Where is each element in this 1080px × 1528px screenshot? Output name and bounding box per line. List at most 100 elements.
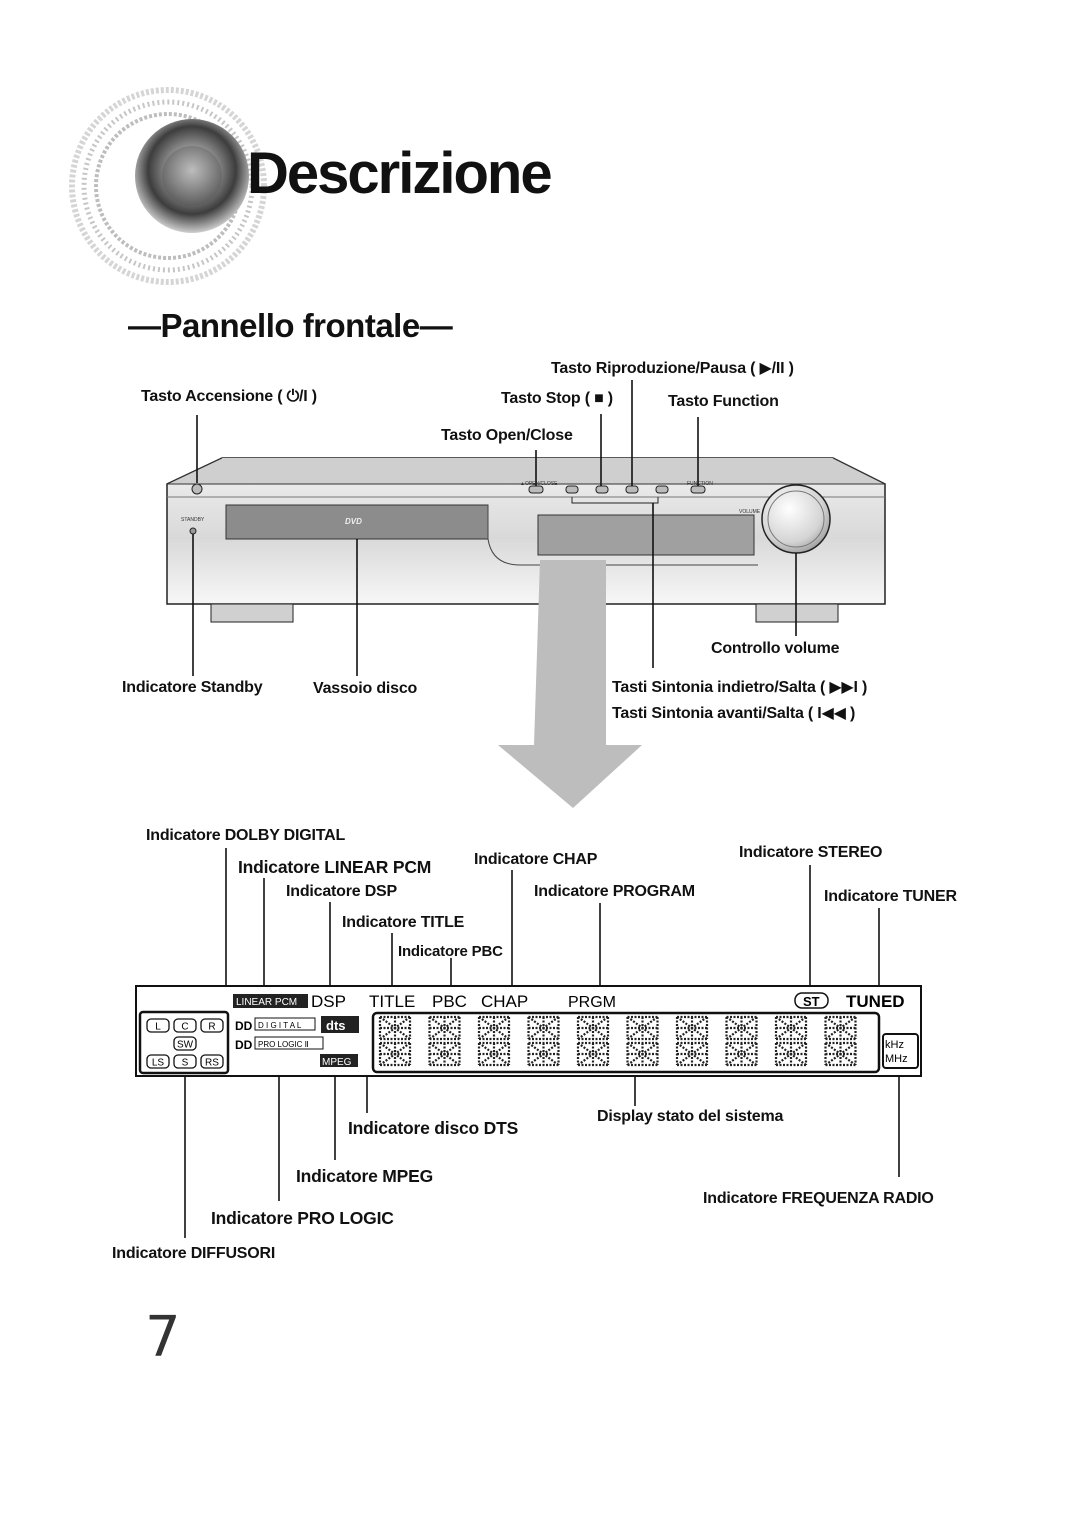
- down-arrow: [498, 560, 642, 808]
- right-foot: [755, 603, 839, 623]
- status-display-box: [371, 1011, 881, 1074]
- digit-cell: [527, 1041, 560, 1067]
- digit-cell: [378, 1015, 412, 1041]
- callout-open-close: Tasto Open/Close: [441, 427, 573, 444]
- speaker-box-l: [146, 1018, 170, 1033]
- callout-radio-frequency: Indicatore FREQUENZA RADIO: [703, 1190, 934, 1207]
- page-title: Descrizione: [247, 141, 553, 206]
- display-diagram: LINEAR PCM DSP TITLE PBC CHAP PRGM ST TU…: [135, 848, 922, 1238]
- speaker-label-s: S: [182, 1058, 189, 1069]
- callout-dolby-digital: Indicatore DOLBY DIGITAL: [146, 827, 346, 844]
- mhz-segment: MHz: [885, 1053, 908, 1065]
- header-logo-graphic: [69, 87, 267, 285]
- prgm-segment: PRGM: [568, 994, 616, 1011]
- digit-cell: [576, 1015, 610, 1041]
- callout-pbc: Indicatore PBC: [398, 943, 503, 960]
- st-segment: ST: [803, 994, 820, 1009]
- dolby-icon: DD: [235, 1019, 253, 1033]
- callout-play-pause: Tasto Riproduzione/Pausa ( ▶/II ): [551, 360, 794, 377]
- callout-power: Tasto Accensione ( ⏻/I ): [141, 388, 317, 405]
- callout-disc-tray: Vassoio disco: [313, 680, 418, 697]
- digit-cell: [428, 1015, 461, 1041]
- callout-system-status: Display stato del sistema: [597, 1108, 784, 1125]
- digit-cell: [626, 1041, 659, 1067]
- pro-logic-segment: PRO LOGIC Ⅱ: [258, 1040, 309, 1049]
- digit-cell: [824, 1041, 857, 1067]
- disc-tray: [225, 504, 489, 540]
- speaker-label-c: C: [181, 1022, 188, 1033]
- section-title: —Pannello frontale—: [128, 307, 453, 344]
- title-segment: TITLE: [369, 992, 415, 1011]
- callout-tuning-back: Tasti Sintonia indietro/Salta ( ▶▶I ): [612, 679, 868, 696]
- volume-device-label: VOLUME: [739, 509, 761, 515]
- callout-chap: Indicatore CHAP: [474, 851, 598, 868]
- binary-ring-logo: [69, 87, 267, 285]
- callout-tuning-forward: Tasti Sintonia avanti/Salta ( I◀◀ ): [612, 705, 856, 722]
- skip-back-button: [565, 485, 579, 494]
- power-button: [191, 483, 203, 495]
- dvd-receiver-device: [166, 457, 886, 623]
- open-close-device-label: ▲OPEN/CLOSE: [520, 481, 558, 487]
- standby-device-label: STANDBY: [181, 517, 205, 523]
- callout-standby-indicator: Indicatore Standby: [122, 679, 263, 696]
- callout-stereo: Indicatore STEREO: [739, 844, 883, 861]
- callout-mpeg: Indicatore MPEG: [296, 1166, 434, 1186]
- display-window: [537, 514, 755, 556]
- speaker-box-s: [173, 1054, 197, 1069]
- callout-title: Indicatore TITLE: [342, 914, 465, 931]
- digit-cell: [576, 1041, 610, 1067]
- digital-segment: D I G I T A L: [258, 1021, 302, 1030]
- callout-dts: Indicatore disco DTS: [348, 1118, 519, 1138]
- digit-cell: [774, 1041, 808, 1067]
- digit-cell: [477, 1015, 511, 1041]
- digit-cell: [824, 1015, 857, 1041]
- skip-forward-button: [655, 485, 669, 494]
- digit-cell: [675, 1015, 709, 1041]
- speaker-icon: [135, 119, 249, 233]
- linear-pcm-badge: [233, 994, 308, 1008]
- digit-cell: [428, 1041, 461, 1067]
- dolby-prologic-icon: DD: [235, 1038, 253, 1052]
- front-panel-diagram: STANDBY ▲OPEN/CLOSE FUNCTION VOLUME DVD: [166, 380, 886, 808]
- function-device-label: FUNCTION: [687, 481, 713, 487]
- dts-segment: dts: [326, 1018, 346, 1033]
- digit-cell: [725, 1015, 758, 1041]
- speaker-box-ls: [146, 1054, 170, 1069]
- callout-volume: Controllo volume: [711, 640, 840, 657]
- left-foot: [210, 603, 294, 623]
- callout-tuner: Indicatore TUNER: [824, 888, 957, 905]
- sixteen-segment-digits: [378, 1015, 857, 1067]
- speaker-box-c: [173, 1018, 197, 1033]
- speaker-label-rs: RS: [205, 1058, 219, 1069]
- page-number: 7: [145, 1305, 181, 1370]
- dvd-logo: DVD: [345, 517, 362, 526]
- dsp-segment: DSP: [311, 992, 346, 1011]
- linear-pcm-segment: LINEAR PCM: [236, 997, 297, 1008]
- digit-cell: [774, 1015, 808, 1041]
- speaker-label-ls: LS: [152, 1058, 165, 1069]
- callout-linear-pcm: Indicatore LINEAR PCM: [238, 857, 432, 877]
- callout-function: Tasto Function: [668, 393, 779, 410]
- speaker-label-r: R: [208, 1022, 215, 1033]
- callout-pro-logic: Indicatore PRO LOGIC: [211, 1208, 394, 1228]
- speaker-box-sw: [173, 1036, 197, 1051]
- speaker-box-r: [200, 1018, 224, 1033]
- callout-stop: Tasto Stop ( ■ ): [501, 390, 613, 407]
- pbc-segment: PBC: [432, 992, 467, 1011]
- speaker-box-rs: [200, 1054, 224, 1069]
- digit-cell: [626, 1015, 659, 1041]
- mpeg-segment: MPEG: [322, 1057, 352, 1068]
- speaker-label-sw: SW: [177, 1040, 194, 1051]
- speaker-indicator-box: [138, 1010, 230, 1075]
- digit-cell: [725, 1041, 758, 1067]
- khz-segment: kHz: [885, 1039, 904, 1051]
- chap-segment: CHAP: [481, 992, 528, 1011]
- digit-cell: [378, 1041, 412, 1067]
- tuned-segment: TUNED: [846, 992, 905, 1011]
- speaker-label-l: L: [155, 1022, 161, 1033]
- digit-cell: [477, 1041, 511, 1067]
- stop-button: [595, 485, 609, 494]
- speaker-segments: L C R SW LS S RS: [146, 1018, 224, 1069]
- frequency-indicator-box: [882, 1033, 919, 1069]
- digit-cell: [675, 1041, 709, 1067]
